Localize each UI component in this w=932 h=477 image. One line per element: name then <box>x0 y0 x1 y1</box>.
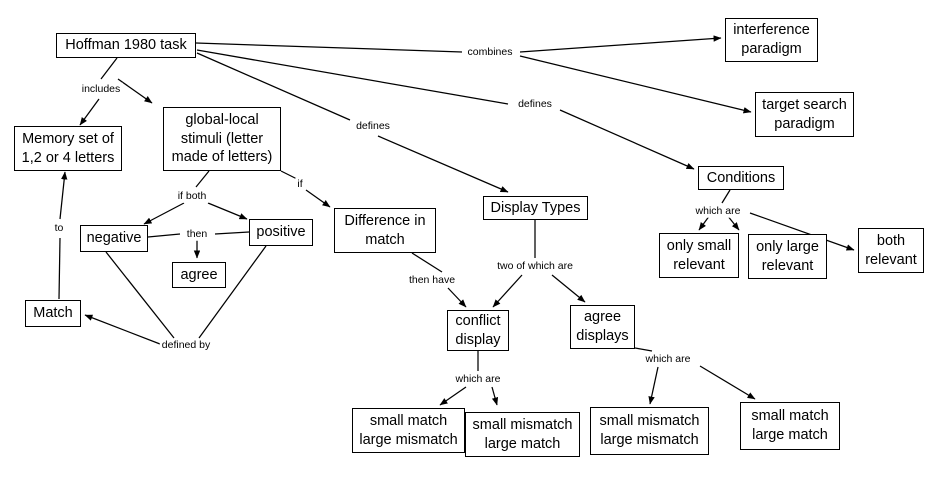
edge-definedby-match <box>84 314 161 345</box>
link-label-which_are_cond: which are <box>693 204 743 218</box>
node-memory_set[interactable]: Memory set of 1,2 or 4 letters <box>14 126 122 171</box>
link-label-combines: combines <box>465 45 515 59</box>
edge-ifboth-negative <box>143 202 185 225</box>
node-only_small[interactable]: only small relevant <box>659 233 739 278</box>
link-label-which_are_agree: which are <box>643 352 693 366</box>
edge-agreedisp-whichare <box>634 347 653 352</box>
link-label-to: to <box>52 221 66 235</box>
edge-conditions-whichare <box>721 189 731 204</box>
edge-global-ifboth <box>195 170 210 188</box>
edge-defines-cond-left <box>196 49 509 105</box>
edge-whichare-only_small <box>698 214 711 231</box>
edge-positive-definedby <box>198 245 267 339</box>
edge-whichare-sm_lmm <box>439 386 467 406</box>
link-label-which_are_conf: which are <box>453 372 503 386</box>
node-agree_displays[interactable]: agree displays <box>570 305 635 349</box>
edge-two-conflict <box>492 274 523 308</box>
node-only_large[interactable]: only large relevant <box>748 234 827 279</box>
edge-whichare-only_large <box>726 214 740 231</box>
node-positive[interactable]: positive <box>249 219 313 246</box>
link-label-if_both: if both <box>175 189 209 203</box>
node-hoffman[interactable]: Hoffman 1980 task <box>56 33 196 58</box>
node-sm_lm[interactable]: small match large match <box>740 402 840 450</box>
link-label-includes: includes <box>79 82 123 96</box>
node-match[interactable]: Match <box>25 300 81 327</box>
edge-negative-definedby <box>105 251 175 339</box>
edge-then-positive <box>214 231 250 235</box>
edge-includes-branch <box>117 78 153 104</box>
edge-whichare-smm_lm <box>491 386 499 406</box>
node-global_local[interactable]: global-local stimuli (letter made of let… <box>163 107 281 171</box>
node-negative[interactable]: negative <box>80 225 148 252</box>
node-target_search[interactable]: target search paradigm <box>755 92 854 137</box>
edge-to-memory <box>59 171 68 220</box>
node-agree[interactable]: agree <box>172 262 226 288</box>
edge-combines-interference <box>519 35 722 53</box>
node-smm_lm[interactable]: small mismatch large match <box>465 412 580 457</box>
edge-match-to <box>58 237 61 300</box>
edge-ifboth-positive <box>207 202 248 220</box>
node-interference[interactable]: interference paradigm <box>725 18 818 62</box>
edge-two-agree_displays <box>551 274 586 303</box>
edge-whichare-smm_lmm <box>648 366 659 405</box>
link-label-then_have: then have <box>406 273 458 287</box>
edge-combines-left <box>195 42 463 53</box>
node-display_types[interactable]: Display Types <box>483 196 588 220</box>
edge-defines-disp-right <box>377 135 509 193</box>
link-label-defined_by: defined by <box>159 338 213 352</box>
edge-negative-then <box>147 233 181 238</box>
edge-if-difference <box>305 189 331 208</box>
link-label-defines_cond: defines <box>516 97 554 111</box>
edge-thenhave-conflict <box>447 287 467 308</box>
link-label-if: if <box>295 177 305 191</box>
edge-hoffman-includes <box>100 57 118 80</box>
node-smm_lmm[interactable]: small mismatch large mismatch <box>590 407 709 455</box>
edge-defines-cond-right <box>559 109 695 170</box>
node-both_relevant[interactable]: both relevant <box>858 228 924 273</box>
link-label-then: then <box>184 227 210 241</box>
edge-whichare-sm_lm <box>699 365 756 400</box>
edge-difference-thenhave <box>411 252 443 273</box>
node-conditions[interactable]: Conditions <box>698 166 784 190</box>
link-label-two_of_which: two of which are <box>495 259 575 273</box>
node-sm_lmm[interactable]: small match large mismatch <box>352 408 465 453</box>
edge-includes-to-memory <box>79 98 100 126</box>
node-conflict[interactable]: conflict display <box>447 310 509 351</box>
node-difference[interactable]: Difference in match <box>334 208 436 253</box>
link-label-defines_display: defines <box>354 119 392 133</box>
edge-combines-target_search <box>519 55 752 114</box>
